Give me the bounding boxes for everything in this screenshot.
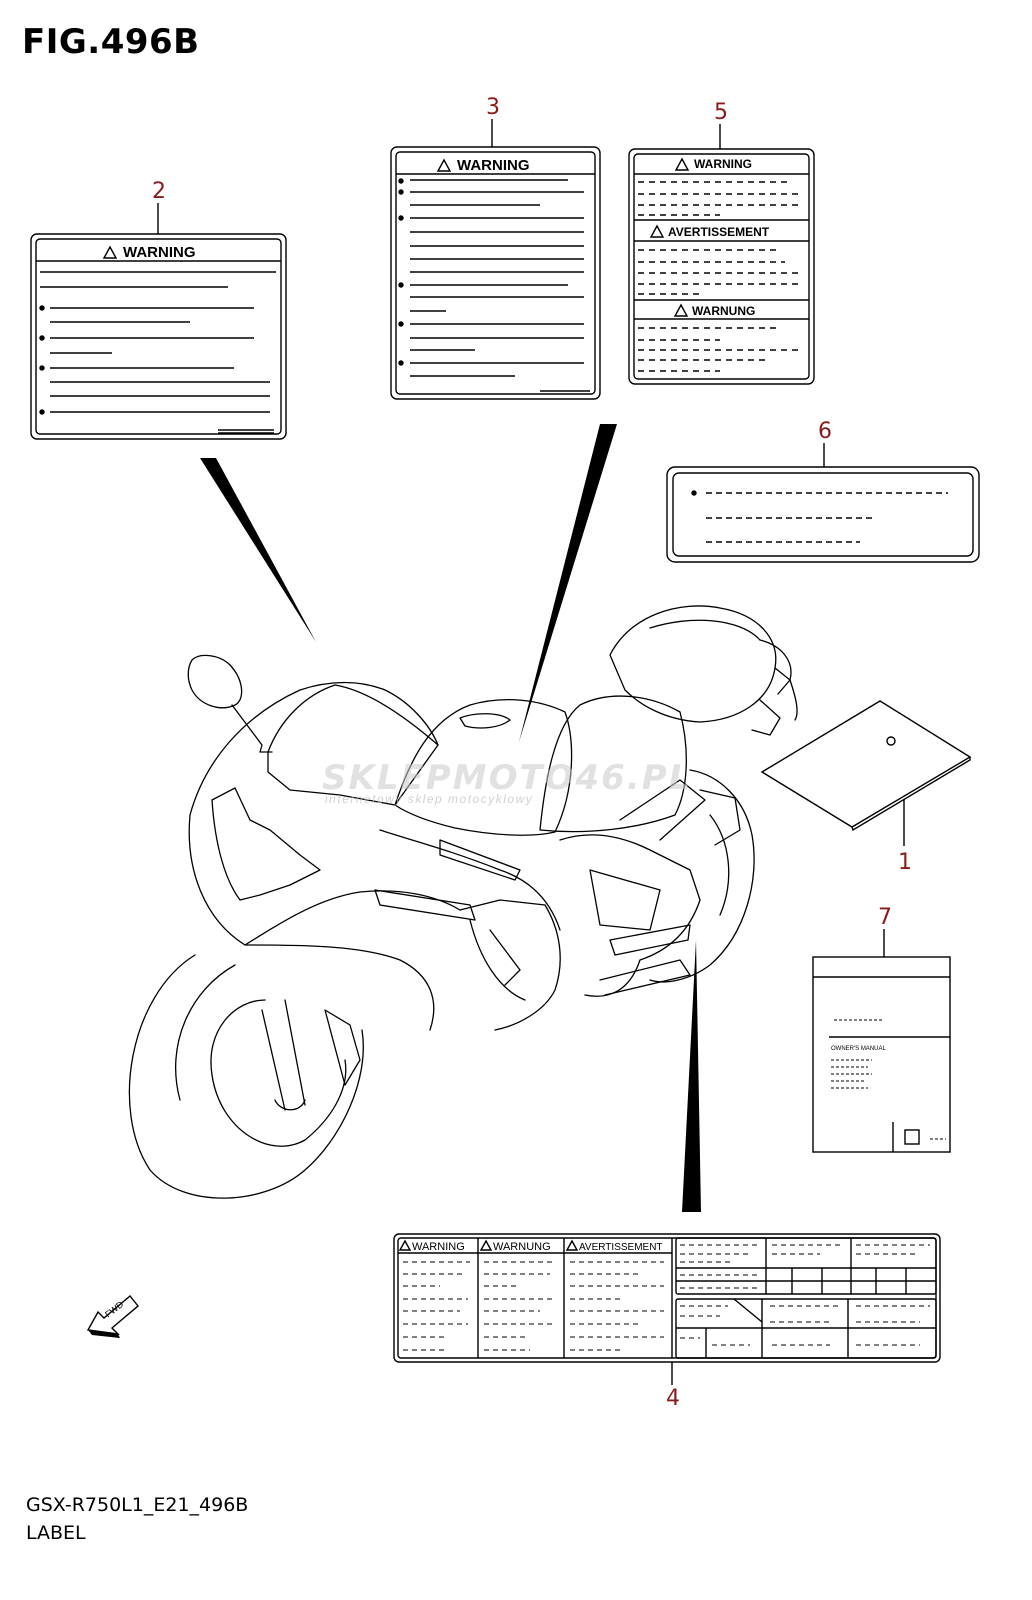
label-2-title: WARNING [123,244,196,261]
model-code: GSX-R750L1_E21_496B [26,1494,249,1516]
callout-4[interactable]: 4 [666,1386,680,1411]
watermark-brand: SKLEPMOTO46.PL [322,758,693,798]
figure-title: FIG.496B [22,22,200,62]
watermark-tagline: internetowy sklep motocyklowy [325,792,534,806]
pointer-label-2 [200,458,316,642]
label-2-warning-sticker[interactable] [30,233,287,440]
label-7-owners-manual[interactable] [812,956,951,1153]
manual-title: OWNER'S MANUAL [831,1046,886,1052]
label-5-title-en: WARNING [694,157,752,171]
callout-6[interactable]: 6 [818,419,832,444]
label-1-sheet[interactable] [760,700,972,846]
fwd-arrow-icon: FWD [86,1295,139,1338]
label-4-combined-sticker[interactable] [393,1233,941,1363]
callout-5[interactable]: 5 [714,100,728,125]
label-5-trilingual-warning-sticker[interactable] [628,148,815,385]
label-6-sticker[interactable] [666,466,980,563]
callout-3[interactable]: 3 [486,95,500,120]
label-5-title-de: WARNUNG [692,304,755,318]
label-4-title-de: WARNUNG [493,1241,551,1253]
section-label: LABEL [26,1522,86,1544]
label-5-title-fr: AVERTISSEMENT [668,225,770,239]
pointer-label-4 [682,940,701,1212]
callout-1[interactable]: 1 [898,850,912,875]
label-3-warning-sticker[interactable] [390,146,601,400]
callout-7[interactable]: 7 [878,905,892,930]
label-4-title-en: WARNING [412,1241,465,1253]
motorcycle-drawing [128,605,798,1199]
callout-2[interactable]: 2 [152,179,166,204]
label-3-title: WARNING [457,157,530,174]
pointer-label-3 [519,424,617,742]
label-4-title-fr: AVERTISSEMENT [579,1242,663,1253]
pointer-arrows [200,424,701,1212]
